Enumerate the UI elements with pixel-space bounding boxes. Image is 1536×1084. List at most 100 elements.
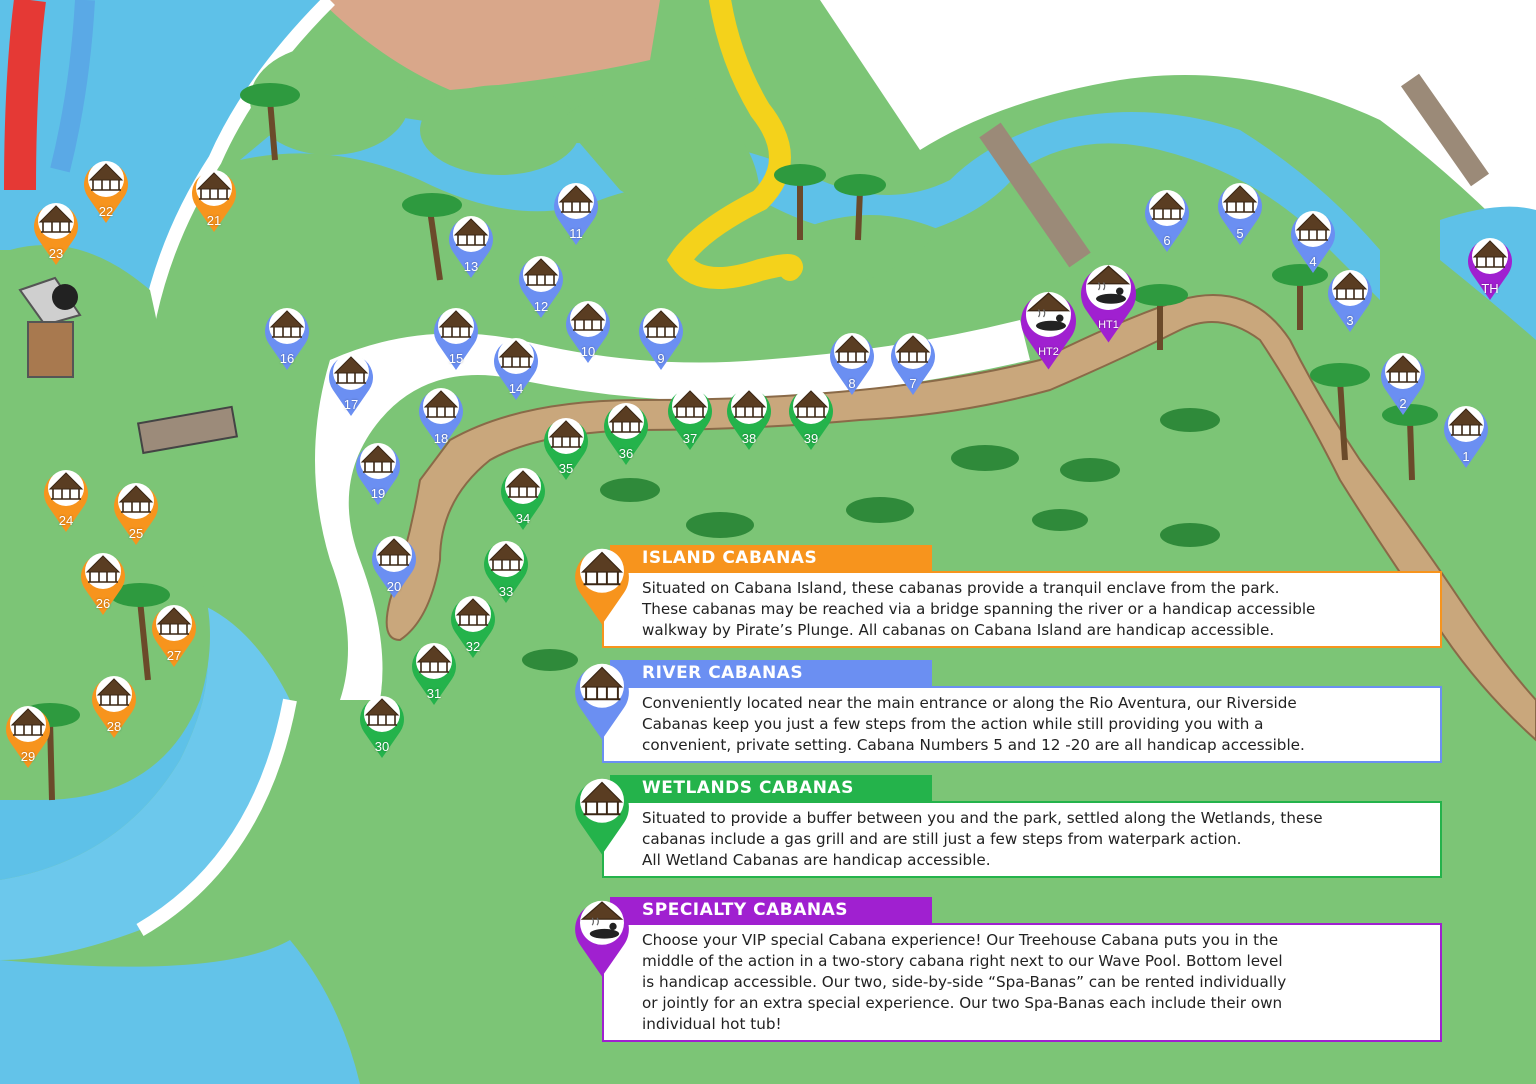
cabana-pin-7[interactable]: 7 — [887, 325, 939, 397]
cabana-pin-label: 25 — [128, 526, 144, 541]
cabana-pin-2[interactable]: 2 — [1377, 345, 1429, 417]
legend-line: Situated on Cabana Island, these cabanas… — [642, 579, 1280, 597]
cabana-pin-label: 18 — [433, 431, 449, 446]
cabana-pin-label: 30 — [374, 739, 390, 754]
cabana-pin-label: 10 — [580, 344, 596, 359]
cabana-pin-29[interactable]: 29 — [2, 698, 54, 770]
cabana-pin-label: TH — [1481, 281, 1499, 296]
cabana-pin-label: 16 — [279, 351, 295, 366]
cabana-pin-label: 23 — [48, 246, 64, 261]
cabana-pin-17[interactable]: 17 — [325, 346, 377, 418]
cabana-pin-8[interactable]: 8 — [826, 325, 878, 397]
cabana-pin-label: 12 — [533, 299, 549, 314]
cabana-pin-ht2[interactable]: HT2 — [1016, 282, 1081, 372]
cabana-pin-35[interactable]: 35 — [540, 410, 592, 482]
legend-line: is handicap accessible. Our two, side-by… — [642, 973, 1287, 991]
legend-island-text: Situated on Cabana Island, these cabanas… — [602, 571, 1442, 648]
legend-line: Situated to provide a buffer between you… — [642, 809, 1323, 827]
cabana-pin-24[interactable]: 24 — [40, 462, 92, 534]
cabana-pin-label: 3 — [1346, 313, 1354, 328]
legend-wetlands-title: WETLANDS CABANAS — [610, 775, 932, 801]
cabana-pin-32[interactable]: 32 — [447, 588, 499, 660]
cabana-pin-15[interactable]: 15 — [430, 300, 482, 372]
cabana-pin-23[interactable]: 23 — [30, 195, 82, 267]
cabana-pin-ht1[interactable]: HT1 — [1076, 255, 1141, 345]
cabana-pin-label: 5 — [1236, 226, 1244, 241]
cabana-pin-label: 38 — [741, 431, 757, 446]
cabana-pin-38[interactable]: 38 — [723, 380, 775, 452]
cabana-pin-19[interactable]: 19 — [352, 435, 404, 507]
cabana-pin-4[interactable]: 4 — [1287, 203, 1339, 275]
cabana-pin-label: 27 — [166, 648, 182, 663]
cabana-icon — [570, 539, 634, 632]
cabana-pin-9[interactable]: 9 — [635, 300, 687, 372]
cabana-pin-5[interactable]: 5 — [1214, 175, 1266, 247]
cabana-pin-label: 8 — [848, 376, 856, 391]
cabana-pin-label: 1 — [1462, 449, 1470, 464]
cabana-pin-label: HT2 — [1038, 345, 1059, 358]
cabana-pin-37[interactable]: 37 — [664, 380, 716, 452]
legend-line: convenient, private setting. Cabana Numb… — [642, 736, 1305, 754]
cabana-pin-27[interactable]: 27 — [148, 597, 200, 669]
cabana-pin-13[interactable]: 13 — [445, 208, 497, 280]
legend-line: All Wetland Cabanas are handicap accessi… — [642, 851, 991, 869]
cabana-pin-10[interactable]: 10 — [562, 293, 614, 365]
cabana-pin-label: 39 — [803, 431, 819, 446]
legend-specialty-title: SPECIALTY CABANAS — [610, 897, 932, 923]
cabana-pin-22[interactable]: 22 — [80, 153, 132, 225]
cabana-pin-label: 15 — [448, 351, 464, 366]
cabana-pin-label: 13 — [463, 259, 479, 274]
legend-line: Cabanas keep you just a few steps from t… — [642, 715, 1264, 733]
cabana-pin-label: 31 — [426, 686, 442, 701]
cabana-pin-label: 37 — [682, 431, 698, 446]
cabana-pin-14[interactable]: 14 — [490, 330, 542, 402]
cabana-pin-21[interactable]: 21 — [188, 162, 240, 234]
cabana-pin-26[interactable]: 26 — [77, 545, 129, 617]
cabana-pin-label: 28 — [106, 719, 122, 734]
cabana-pin-1[interactable]: 1 — [1440, 398, 1492, 470]
cabana-pin-39[interactable]: 39 — [785, 380, 837, 452]
cabana-pin-28[interactable]: 28 — [88, 668, 140, 740]
cabana-icon — [570, 769, 634, 862]
cabana-pin-12[interactable]: 12 — [515, 248, 567, 320]
cabana-pin-31[interactable]: 31 — [408, 635, 460, 707]
cabana-pin-label: 33 — [498, 584, 514, 599]
cabana-icon — [570, 654, 634, 747]
cabana-pin-6[interactable]: 6 — [1141, 182, 1193, 254]
cabana-pin-label: 11 — [569, 226, 583, 241]
cabana-pin-25[interactable]: 25 — [110, 475, 162, 547]
legend-specialty-text: Choose your VIP special Cabana experienc… — [602, 923, 1442, 1042]
cabana-pin-30[interactable]: 30 — [356, 688, 408, 760]
cabana-pin-label: 20 — [386, 579, 402, 594]
cabana-pin-label: 26 — [95, 596, 111, 611]
cabana-pin-label: 22 — [98, 204, 114, 219]
cabana-pin-label: 34 — [515, 511, 531, 526]
cabana-pin-label: 14 — [508, 381, 524, 396]
cabana-pin-label: 24 — [58, 513, 74, 528]
cabana-pin-18[interactable]: 18 — [415, 380, 467, 452]
cabana-pin-36[interactable]: 36 — [600, 395, 652, 467]
cabana-pin-20[interactable]: 20 — [368, 528, 420, 600]
cabana-pin-th[interactable]: TH — [1464, 230, 1516, 302]
legend-line: Conveniently located near the main entra… — [642, 694, 1297, 712]
cabana-pin-16[interactable]: 16 — [261, 300, 313, 372]
legend-line: cabanas include a gas grill and are stil… — [642, 830, 1242, 848]
cabana-pin-label: 6 — [1163, 233, 1171, 248]
cabana-pin-label: 36 — [618, 446, 634, 461]
cabana-pin-3[interactable]: 3 — [1324, 262, 1376, 334]
cabana-pin-34[interactable]: 34 — [497, 460, 549, 532]
cabana-pin-33[interactable]: 33 — [480, 533, 532, 605]
cabana-pin-11[interactable]: 11 — [550, 175, 602, 247]
legend-line: individual hot tub! — [642, 1015, 782, 1033]
cabana-pin-label: 35 — [558, 461, 574, 476]
legend-island-title: ISLAND CABANAS — [610, 545, 932, 571]
legend-line: walkway by Pirate’s Plunge. All cabanas … — [642, 621, 1275, 639]
legend-line: Choose your VIP special Cabana experienc… — [642, 931, 1279, 949]
cabana-pin-label: HT1 — [1098, 318, 1119, 331]
legend-line: These cabanas may be reached via a bridg… — [642, 600, 1316, 618]
legend-wetlands-text: Situated to provide a buffer between you… — [602, 801, 1442, 878]
legend-river-title: RIVER CABANAS — [610, 660, 932, 686]
cabana-pin-label: 29 — [20, 749, 36, 764]
cabana-pin-label: 19 — [370, 486, 386, 501]
